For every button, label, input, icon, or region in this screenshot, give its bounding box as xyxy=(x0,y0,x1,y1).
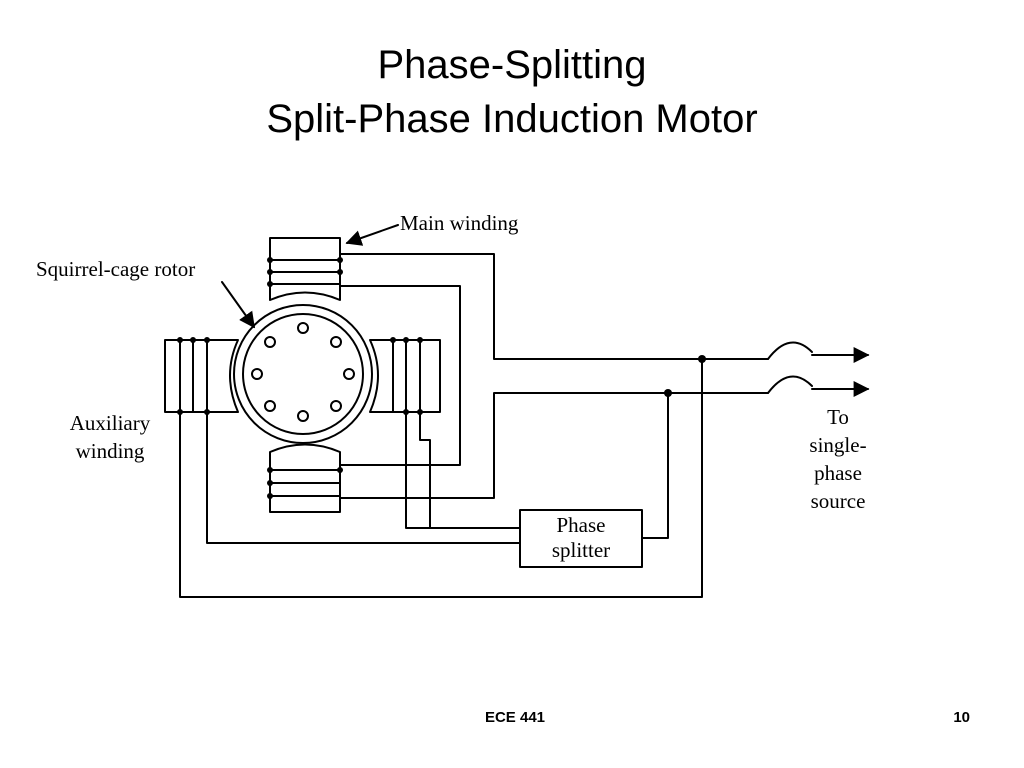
auxiliary-winding-left-pole xyxy=(164,337,239,415)
footer-course: ECE 441 xyxy=(484,709,546,726)
source-label-line4: source xyxy=(811,489,866,513)
source-label-line1: To xyxy=(827,405,849,429)
main-winding-top-pole xyxy=(267,237,343,301)
source-label-line3: phase xyxy=(814,461,862,485)
main-winding-label: Main winding xyxy=(400,211,519,235)
slide-title: Phase-Splitting Split-Phase Induction Mo… xyxy=(0,38,1024,146)
phase-splitter-label-line1: Phase xyxy=(557,513,606,537)
squirrel-cage-rotor xyxy=(233,304,373,444)
source-label-line2: single- xyxy=(809,433,866,457)
main-winding-bottom-pole xyxy=(267,443,343,513)
rotor-callout-arrow xyxy=(221,281,255,329)
auxiliary-winding-right-pole xyxy=(369,337,441,415)
phase-splitter-label-line2: splitter xyxy=(552,538,610,562)
auxiliary-winding-label-line2: winding xyxy=(76,439,145,463)
title-line-1: Phase-Splitting xyxy=(377,43,647,87)
wiring xyxy=(179,253,870,598)
main-winding-callout-arrow xyxy=(345,224,399,246)
auxiliary-winding-label-line1: Auxiliary xyxy=(70,411,151,435)
rotor-label: Squirrel-cage rotor xyxy=(36,257,195,281)
page-number: 10 xyxy=(953,709,970,726)
title-line-2: Split-Phase Induction Motor xyxy=(266,97,758,141)
phase-splitter-box xyxy=(519,509,643,568)
